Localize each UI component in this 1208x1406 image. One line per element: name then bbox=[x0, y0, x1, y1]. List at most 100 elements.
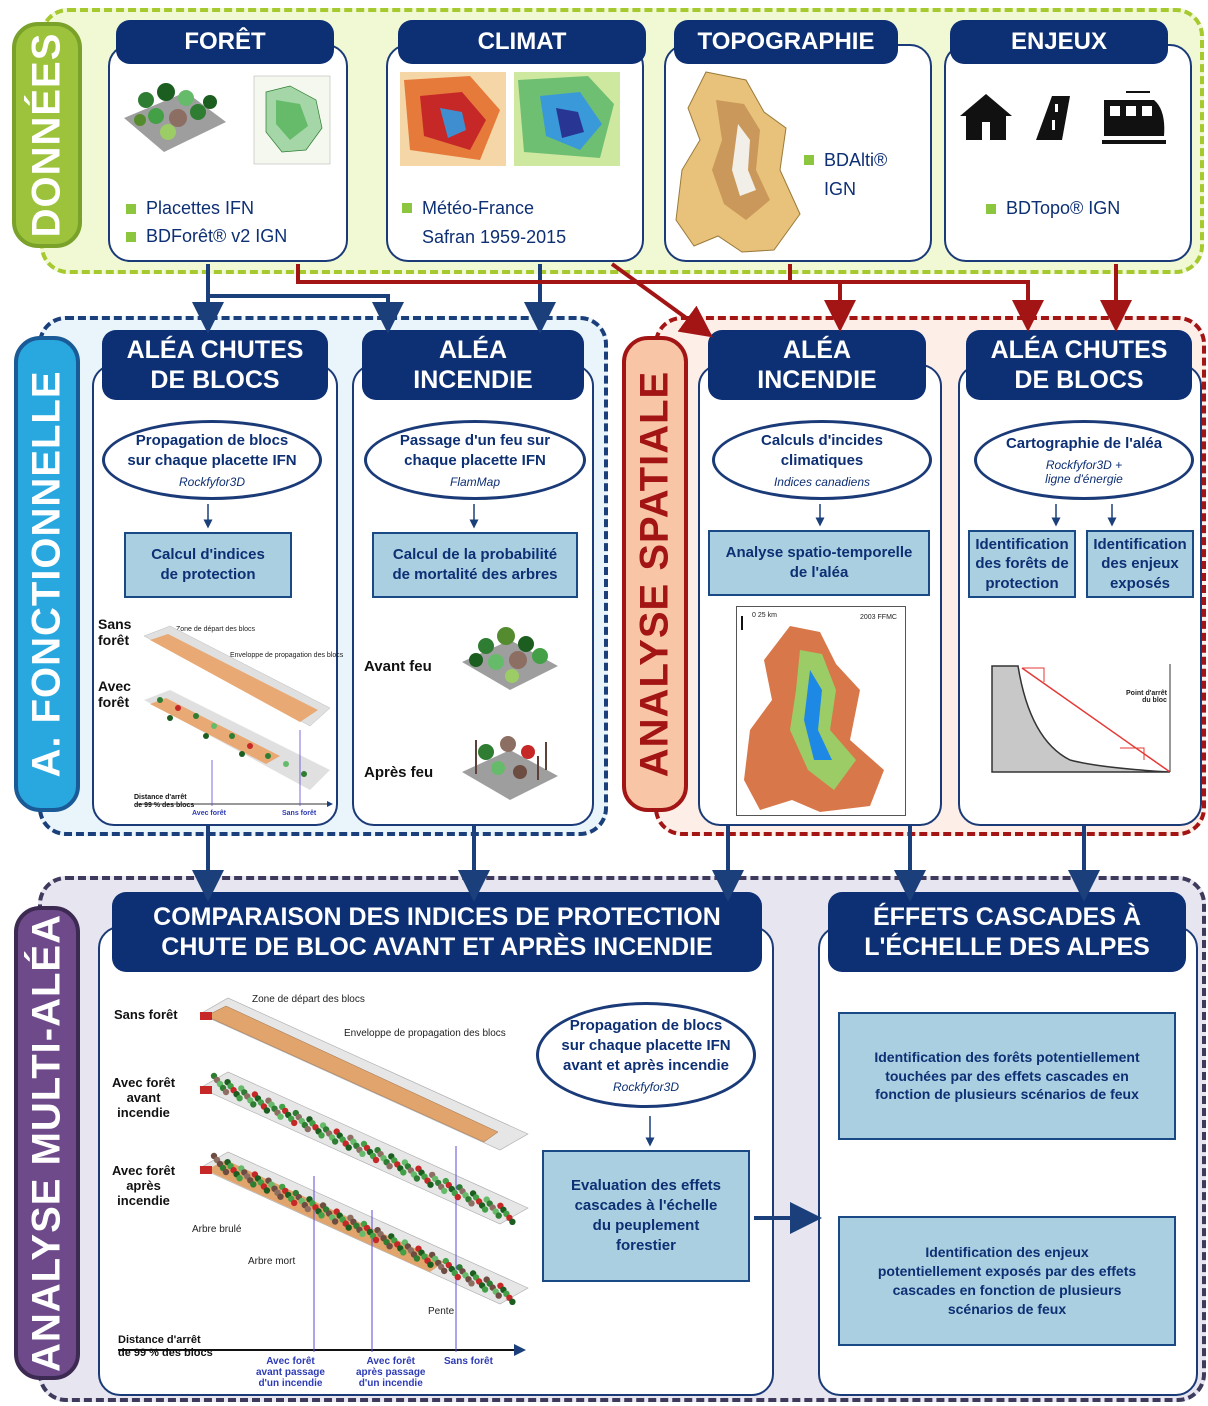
effets-box-forets: Identification des forêts potentiellemen… bbox=[838, 1012, 1176, 1140]
pente-label: Pente bbox=[428, 1306, 455, 1317]
apres-feu-plot bbox=[462, 736, 558, 800]
tree-mark bbox=[222, 1088, 230, 1096]
tree-mark bbox=[481, 1206, 489, 1213]
map-index-label: 2003 FFMC bbox=[860, 614, 897, 621]
fonc-chutes-ellipse: Propagation de blocs sur chaque placette… bbox=[102, 420, 322, 500]
donnees-side-label: DONNÉES bbox=[12, 22, 82, 248]
fonc-avec-foret-label: Avec forêt bbox=[98, 678, 131, 711]
comp-enveloppe-label: Enveloppe de propagation des blocs bbox=[344, 1028, 506, 1039]
tree-mark bbox=[250, 1181, 257, 1188]
red-arrows-donnees bbox=[296, 262, 1132, 338]
climat-map-temperature bbox=[400, 72, 506, 166]
small-arrows bbox=[203, 504, 1117, 1147]
fonc-enveloppe-label: Enveloppe de propagation des blocs bbox=[230, 652, 344, 659]
arbre-brule-label: Arbre brulé bbox=[192, 1224, 242, 1235]
effets-header: ÉFFETS CASCADES À L'ÉCHELLE DES ALPES bbox=[828, 892, 1186, 972]
alea-incendie-map bbox=[741, 616, 884, 812]
tree-mark bbox=[509, 1218, 516, 1226]
fonc-distance-label: Distance d'arrêt de 99 % des blocs bbox=[134, 794, 195, 810]
spat-chutes-box-enjeux: Identification des enjeux exposés bbox=[1086, 530, 1194, 598]
tree-mark bbox=[509, 1298, 516, 1306]
fonctionnelle-side-label: A. FONCTIONNELLE bbox=[14, 336, 80, 812]
tree-mark bbox=[359, 1150, 366, 1158]
tree-mark bbox=[359, 1230, 366, 1238]
avant-feu-plot bbox=[462, 627, 558, 690]
arbre-mort-label: Arbre mort bbox=[248, 1256, 296, 1267]
road-icon bbox=[1036, 96, 1070, 140]
comparaison-box: Evaluation des effets cascades à l'échel… bbox=[542, 1150, 750, 1282]
fonc-chutes-header: ALÉA CHUTES DE BLOCS bbox=[102, 330, 328, 400]
fonc-sans-foret-mark: Sans forêt bbox=[282, 810, 317, 817]
fonc-incendie-box: Calcul de la probabilité de mortalité de… bbox=[372, 532, 578, 598]
fonc-chutes-box: Calcul d'indices de protection bbox=[124, 532, 292, 598]
enjeux-card bbox=[944, 44, 1192, 262]
tree-mark bbox=[400, 1249, 407, 1256]
tree-mark bbox=[291, 1119, 298, 1127]
tree-mark bbox=[277, 1113, 284, 1120]
enjeux-item-1: BDTopo® IGN bbox=[986, 194, 1120, 223]
comparaison-ellipse: Propagation de blocs sur chaque placette… bbox=[536, 1002, 756, 1108]
comp-mark-sans: Sans forêt bbox=[444, 1356, 493, 1367]
tree-mark bbox=[236, 1175, 243, 1182]
topographie-item-1: BDAlti® IGN bbox=[804, 146, 887, 204]
tree-mark bbox=[495, 1292, 502, 1299]
tree-mark bbox=[495, 1212, 502, 1219]
foret-item-1: Placettes IFN bbox=[126, 194, 254, 223]
multi-side-label: ANALYSE MULTI-ALÉA bbox=[14, 906, 80, 1380]
tree-mark bbox=[291, 1199, 298, 1207]
tree-mark bbox=[441, 1187, 448, 1195]
train-icon bbox=[1102, 91, 1166, 144]
tree-mark bbox=[481, 1286, 489, 1293]
tree-mark bbox=[345, 1224, 352, 1231]
fonc-zone-label: Zone de départ des blocs bbox=[176, 626, 255, 633]
spat-chutes-box-forets: Identification des forêts de protection bbox=[968, 530, 1076, 598]
comp-avant-label: Avec forêt avant incendie bbox=[112, 1075, 176, 1120]
foret-header: FORÊT bbox=[116, 20, 334, 64]
tree-mark bbox=[318, 1212, 325, 1219]
tree-mark bbox=[468, 1280, 475, 1287]
comp-zone-label: Zone de départ des blocs bbox=[252, 994, 365, 1005]
tree-mark bbox=[304, 1205, 311, 1213]
spat-chutes-header: ALÉA CHUTES DE BLOCS bbox=[966, 330, 1192, 400]
fonc-sans-foret-label: Sans forêt bbox=[98, 616, 132, 649]
blue-arrows-donnees bbox=[192, 264, 556, 334]
tree-mark bbox=[250, 1101, 257, 1108]
tree-mark bbox=[400, 1169, 407, 1176]
tree-mark bbox=[386, 1243, 393, 1250]
tree-mark bbox=[427, 1181, 434, 1188]
spatiale-side-label: ANALYSE SPATIALE bbox=[622, 336, 688, 812]
avant-feu-label: Avant feu bbox=[364, 658, 432, 675]
point-arret-label: Point d'arrêt du bloc bbox=[1126, 690, 1167, 704]
tree-mark bbox=[331, 1218, 339, 1225]
tree-mark bbox=[236, 1095, 243, 1102]
comp-sans-foret-label: Sans forêt bbox=[114, 1007, 178, 1022]
tree-mark bbox=[386, 1163, 393, 1170]
tree-mark bbox=[427, 1261, 434, 1268]
comparaison-header: COMPARAISON DES INDICES DE PROTECTION CH… bbox=[112, 892, 762, 972]
climat-map-precipitation bbox=[514, 72, 620, 166]
forest-plot-icon bbox=[124, 83, 226, 152]
comp-mark-apres: Avec forêt après passage d'un incendie bbox=[356, 1356, 426, 1389]
comparaison-illustration bbox=[118, 997, 529, 1356]
tree-mark bbox=[441, 1267, 448, 1275]
spat-incendie-header: ALÉA INCENDIE bbox=[708, 330, 926, 400]
fonc-chutes-illustration bbox=[136, 625, 333, 807]
tree-mark bbox=[454, 1193, 461, 1201]
tree-mark bbox=[372, 1236, 380, 1244]
climat-header: CLIMAT bbox=[398, 20, 646, 64]
comp-mark-avant: Avec forêt avant passage d'un incendie bbox=[256, 1356, 325, 1389]
tree-mark bbox=[263, 1187, 271, 1194]
tree-mark bbox=[318, 1132, 325, 1139]
house-icon bbox=[960, 94, 1012, 140]
fonc-incendie-header: ALÉA INCENDIE bbox=[362, 330, 584, 400]
tree-mark bbox=[263, 1107, 271, 1114]
tree-mark bbox=[331, 1138, 339, 1145]
spat-incendie-box: Analyse spatio-temporelle de l'aléa bbox=[708, 530, 930, 596]
tree-mark bbox=[372, 1156, 380, 1164]
tree-mark bbox=[345, 1144, 352, 1151]
comp-apres-label: Avec forêt après incendie bbox=[112, 1163, 176, 1208]
fonc-avec-foret-mark: Avec forêt bbox=[192, 810, 226, 817]
